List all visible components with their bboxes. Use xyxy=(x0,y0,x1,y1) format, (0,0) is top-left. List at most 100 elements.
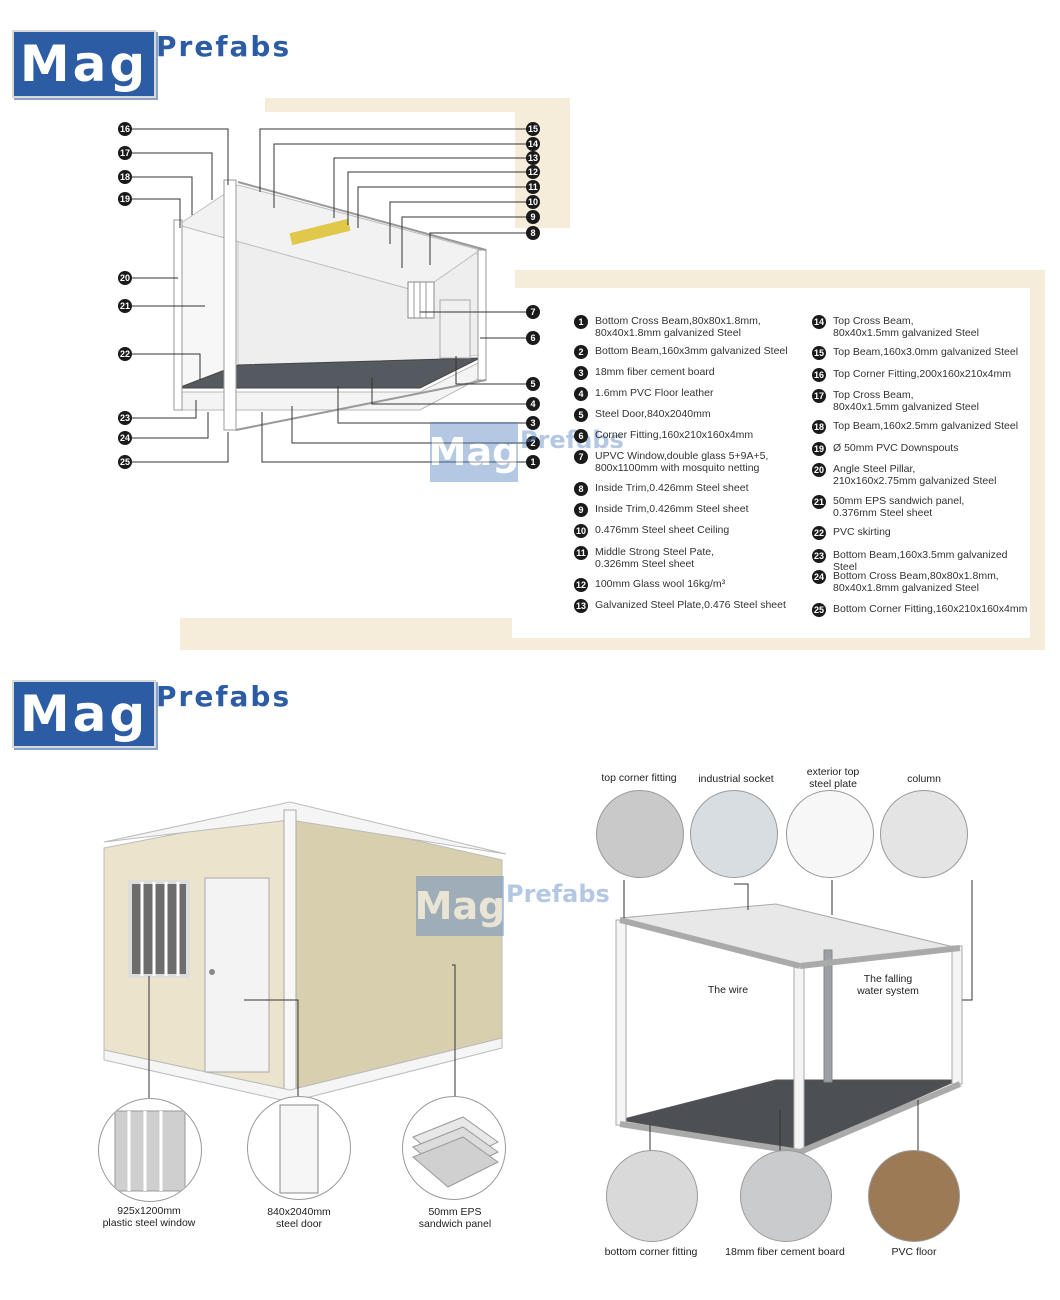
part-number: 18 xyxy=(812,420,826,434)
part-number: 11 xyxy=(574,546,588,560)
part-number: 5 xyxy=(574,408,588,422)
callout-3: 3 xyxy=(526,416,540,430)
front-post-right xyxy=(173,219,183,411)
callout-21: 21 xyxy=(118,299,132,313)
post-front-right xyxy=(793,963,805,1155)
part-item: 16 Top Corner Fitting,200x160x210x4mm xyxy=(812,368,1032,382)
watermark-main: Mag xyxy=(428,430,520,474)
part-number: 2 xyxy=(574,345,588,359)
panel-detail-art xyxy=(412,1116,499,1188)
part-item: 4 1.6mm PVC Floor leather xyxy=(574,387,794,401)
watermark-bottom: Mag Prefabs xyxy=(414,876,610,940)
part-item: 18 Top Beam,160x2.5mm galvanized Steel xyxy=(812,420,1032,434)
logo-suffix-text: Prefabs xyxy=(156,680,292,713)
part-text: 50mm EPS sandwich panel, 0.376mm Steel s… xyxy=(833,495,965,519)
logo-suffix-text: Prefabs xyxy=(156,30,292,63)
part-item: 24 Bottom Cross Beam,80x80x1.8mm, 80x40x1… xyxy=(812,570,1032,594)
label-bottom-corner-fitting: bottom corner fitting xyxy=(604,1246,698,1258)
part-item: 22 PVC skirting xyxy=(812,526,1032,540)
part-text: PVC skirting xyxy=(833,526,891,538)
callout-17: 17 xyxy=(118,146,132,160)
brand-logo-bottom: Mag Prefabs xyxy=(12,680,312,750)
callout-9: 9 xyxy=(526,210,540,224)
part-text: Bottom Corner Fitting,160x210x160x4mm xyxy=(833,603,1028,615)
top-beam xyxy=(237,181,487,251)
label-fiber-cement-board: 18mm fiber cement board xyxy=(725,1246,845,1258)
part-number: 22 xyxy=(812,526,826,540)
part-number: 1 xyxy=(574,315,588,329)
part-number: 24 xyxy=(812,570,826,584)
callout-13: 13 xyxy=(526,151,540,165)
part-text: Bottom Beam,160x3mm galvanized Steel xyxy=(595,345,788,357)
label-window: 925x1200mm plastic steel window xyxy=(102,1205,196,1229)
part-number: 9 xyxy=(574,503,588,517)
callout-19: 19 xyxy=(118,192,132,206)
part-item: 2 Bottom Beam,160x3mm galvanized Steel xyxy=(574,345,794,359)
floor-panel xyxy=(619,1079,959,1151)
callout-11: 11 xyxy=(526,180,540,194)
part-text: Angle Steel Pillar, 210x160x2.75mm galva… xyxy=(833,463,997,487)
callout-1: 1 xyxy=(526,455,540,469)
window-detail-image xyxy=(98,1098,202,1202)
parts-panel-bg xyxy=(512,288,1030,638)
bottom-beam xyxy=(235,379,487,431)
part-text: Galvanized Steel Plate,0.476 Steel sheet xyxy=(595,599,786,611)
part-text: Top Cross Beam, 80x40x1.5mm galvanized S… xyxy=(833,389,979,413)
part-text: Top Beam,160x2.5mm galvanized Steel xyxy=(833,420,1019,432)
part-number: 4 xyxy=(574,387,588,401)
part-number: 15 xyxy=(812,346,826,360)
callout-25: 25 xyxy=(118,455,132,469)
watermark-mark: Mag xyxy=(428,422,520,482)
pvc-floor-image xyxy=(868,1150,960,1242)
industrial-socket-image xyxy=(690,790,778,878)
callout-18: 18 xyxy=(118,170,132,184)
callout-23: 23 xyxy=(118,411,132,425)
glass-wool-strip xyxy=(289,218,351,246)
callout-6: 6 xyxy=(526,331,540,345)
part-number: 16 xyxy=(812,368,826,382)
part-number: 8 xyxy=(574,482,588,496)
leader-socket xyxy=(734,883,749,910)
part-text: Middle Strong Steel Pate, 0.326mm Steel … xyxy=(595,546,715,570)
label-panel: 50mm EPS sandwich panel xyxy=(418,1206,492,1230)
logo-main-text: Mag xyxy=(19,685,149,743)
watermark-main: Mag xyxy=(414,884,506,928)
panel-detail-image xyxy=(402,1096,506,1200)
door xyxy=(204,877,270,1073)
leader-column xyxy=(962,880,973,1001)
part-text: Corner Fitting,160x210x160x4mm xyxy=(595,429,754,441)
bottom-beam-side xyxy=(798,1081,962,1155)
window xyxy=(407,281,435,319)
top-beam-front xyxy=(619,917,801,969)
callout-24: 24 xyxy=(118,431,132,445)
corner-post xyxy=(283,809,297,1095)
door xyxy=(439,299,471,359)
brand-logo-top: Mag Prefabs xyxy=(12,30,312,100)
callout-15: 15 xyxy=(526,122,540,136)
part-text: Bottom Cross Beam,80x80x1.8mm, 80x40x1.8… xyxy=(833,570,999,594)
part-text: 100mm Glass wool 16kg/m³ xyxy=(595,578,726,590)
callout-8: 8 xyxy=(526,226,540,240)
callout-4: 4 xyxy=(526,397,540,411)
part-text: 1.6mm PVC Floor leather xyxy=(595,387,714,399)
part-text: Top Corner Fitting,200x160x210x4mm xyxy=(833,368,1012,380)
label-column: column xyxy=(907,773,941,785)
watermark-suffix: Prefabs xyxy=(520,426,624,454)
part-number: 23 xyxy=(812,549,826,563)
bottom-rim xyxy=(103,1037,503,1103)
callout-22: 22 xyxy=(118,347,132,361)
logo-mark: Mag xyxy=(12,30,156,98)
label-door: 840x2040mm steel door xyxy=(267,1206,331,1230)
container-exterior-illustration xyxy=(103,801,507,1140)
top-beam-side xyxy=(799,945,961,969)
top-corner-fitting-image xyxy=(596,790,684,878)
